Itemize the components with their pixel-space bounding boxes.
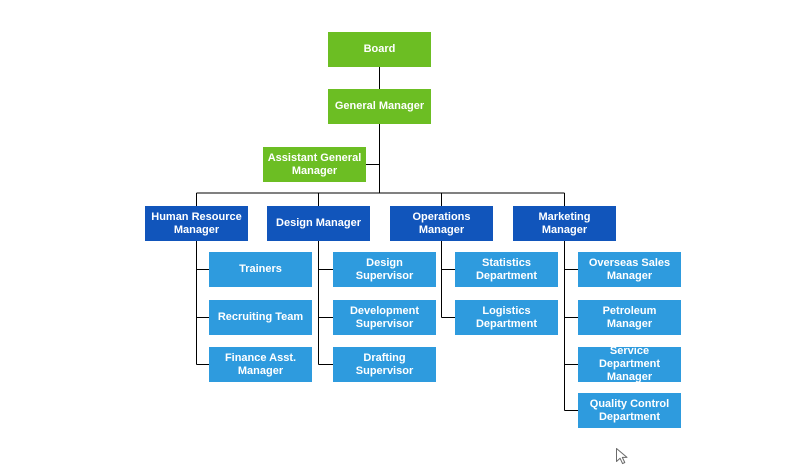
org-node-trainers[interactable]: Trainers [209, 252, 312, 287]
org-node-label: Operations Manager [412, 210, 471, 236]
org-node-finance-asst-manager[interactable]: Finance Asst. Manager [209, 347, 312, 382]
org-node-marketing-manager[interactable]: Marketing Manager [513, 206, 616, 241]
org-node-drafting-supervisor[interactable]: Drafting Supervisor [333, 347, 436, 382]
org-node-service-department-manager[interactable]: Service Department Manager [578, 345, 681, 383]
org-node-assistant-general-manager[interactable]: Assistant General Manager [263, 147, 366, 182]
org-node-label: Drafting Supervisor [355, 351, 414, 377]
org-node-logistics-department[interactable]: Logistics Department [455, 300, 558, 335]
org-node-label: Design Supervisor [355, 256, 414, 282]
org-node-label: Statistics Department [475, 256, 538, 282]
org-node-label: Service Department Manager [598, 345, 661, 383]
org-node-label: Trainers [239, 263, 282, 275]
org-node-label: Petroleum Manager [602, 304, 657, 330]
org-node-board[interactable]: Board [328, 32, 431, 67]
org-node-operations-manager[interactable]: Operations Manager [390, 206, 493, 241]
org-node-recruiting-team[interactable]: Recruiting Team [209, 300, 312, 335]
org-node-hr-manager[interactable]: Human Resource Manager [145, 206, 248, 241]
org-node-label: Logistics Department [475, 304, 538, 330]
org-node-design-manager[interactable]: Design Manager [267, 206, 370, 241]
org-node-label: Recruiting Team [217, 311, 304, 323]
org-node-overseas-sales-manager[interactable]: Overseas Sales Manager [578, 252, 681, 287]
org-node-development-supervisor[interactable]: Development Supervisor [333, 300, 436, 335]
org-node-design-supervisor[interactable]: Design Supervisor [333, 252, 436, 287]
org-node-label: Quality Control Department [589, 397, 670, 423]
org-node-label: Board [363, 43, 396, 55]
org-node-petroleum-manager[interactable]: Petroleum Manager [578, 300, 681, 335]
org-node-label: Design Manager [276, 217, 361, 229]
mouse-cursor-icon [616, 448, 628, 465]
org-node-label: Overseas Sales Manager [588, 256, 671, 282]
org-node-quality-control-department[interactable]: Quality Control Department [578, 393, 681, 428]
org-node-label: Marketing Manager [538, 210, 591, 236]
org-node-label: Human Resource Manager [151, 210, 242, 236]
org-node-label: Development Supervisor [349, 304, 420, 330]
org-node-label: Finance Asst. Manager [224, 351, 297, 377]
org-node-general-manager[interactable]: General Manager [328, 89, 431, 124]
org-node-label: Assistant General Manager [267, 151, 362, 177]
org-node-label: General Manager [334, 100, 425, 112]
org-node-statistics-department[interactable]: Statistics Department [455, 252, 558, 287]
